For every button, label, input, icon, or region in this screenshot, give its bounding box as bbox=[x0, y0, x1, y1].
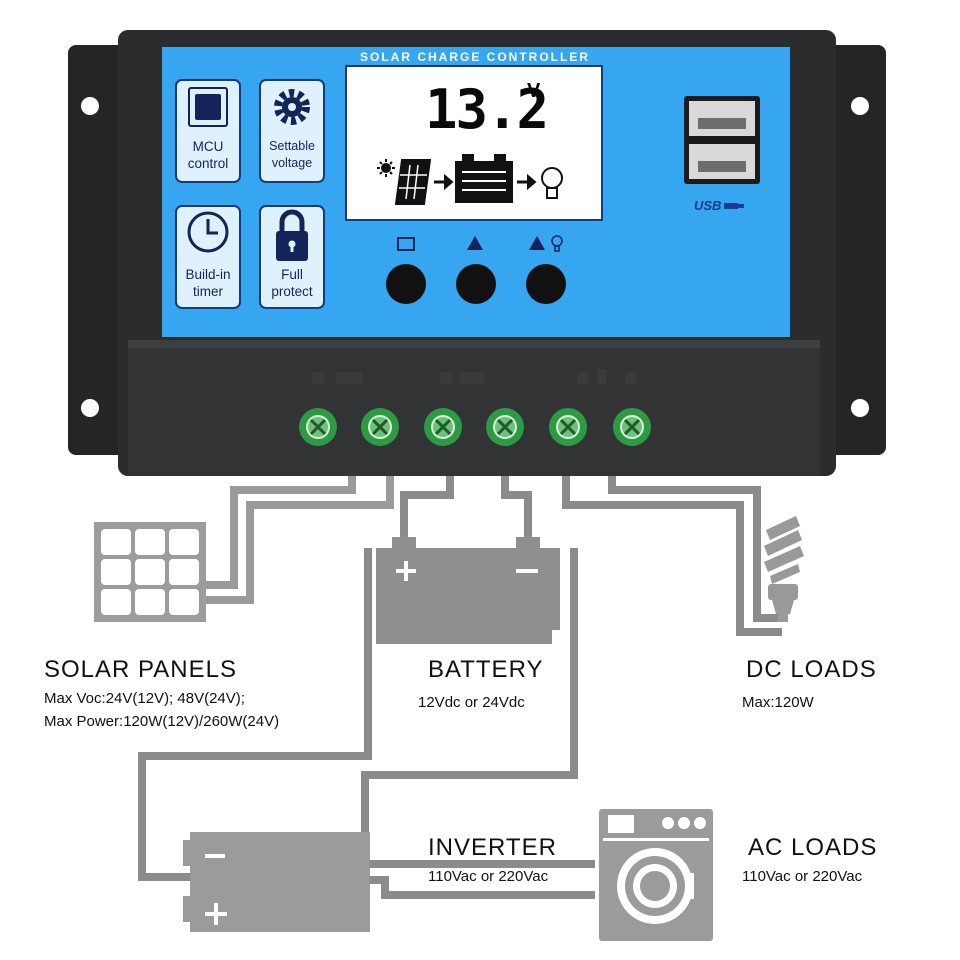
terminal-screw bbox=[613, 408, 651, 446]
ac-loads-title: AC LOADS bbox=[748, 834, 878, 861]
battery-title: BATTERY bbox=[428, 656, 544, 683]
bulb-icon bbox=[541, 167, 563, 199]
cfl-bulb-graphic bbox=[764, 516, 804, 622]
mount-hole bbox=[851, 399, 869, 417]
up-button[interactable] bbox=[456, 264, 496, 304]
battery-graphic bbox=[376, 537, 560, 644]
down-button[interactable] bbox=[526, 264, 566, 304]
voltage-readout: 13.2 bbox=[425, 78, 549, 141]
usb-ports bbox=[684, 96, 760, 209]
mcu-chip-icon bbox=[188, 87, 228, 127]
controller-title: SOLAR CHARGE CONTROLLER bbox=[360, 50, 590, 64]
inverter-spec: 110Vac or 220Vac bbox=[428, 868, 549, 885]
terminal-screw bbox=[486, 408, 524, 446]
terminal-symbols bbox=[311, 369, 637, 385]
battery-icon bbox=[455, 154, 513, 203]
charge-controller bbox=[68, 30, 886, 476]
menu-button[interactable] bbox=[386, 264, 426, 304]
sun-icon bbox=[377, 159, 395, 177]
solar-panels-voc: Max Voc:24V(12V); 48V(24V); bbox=[44, 690, 245, 707]
button-icons bbox=[397, 235, 563, 252]
lcd-flow-icons bbox=[377, 154, 563, 205]
solar-panels-power: Max Power:120W(12V)/260W(24V) bbox=[44, 713, 280, 730]
feature-line: voltage bbox=[271, 156, 313, 170]
feature-settable-voltage: Settable voltage bbox=[260, 138, 324, 172]
up-arrow-icon bbox=[467, 236, 483, 250]
solar-panel-graphic bbox=[94, 522, 206, 622]
usb-icon bbox=[724, 203, 744, 209]
wires bbox=[138, 470, 782, 899]
feature-line: MCU bbox=[192, 139, 224, 154]
feature-badges bbox=[175, 79, 325, 309]
inverter-title: INVERTER bbox=[428, 834, 557, 861]
down-arrow-icon bbox=[529, 236, 545, 250]
gear-icon bbox=[274, 89, 310, 125]
feature-line: timer bbox=[193, 284, 223, 299]
padlock-icon bbox=[276, 209, 308, 261]
feature-line: Full bbox=[281, 267, 303, 282]
terminal-screws bbox=[299, 408, 651, 446]
mount-hole bbox=[81, 399, 99, 417]
terminal-screw bbox=[424, 408, 462, 446]
terminal-block bbox=[128, 340, 820, 476]
washing-machine-graphic bbox=[599, 809, 713, 941]
feature-line: Settable bbox=[269, 139, 315, 153]
feature-mcu-control: MCU control bbox=[176, 138, 240, 172]
mount-hole bbox=[81, 97, 99, 115]
battery-spec: 12Vdc or 24Vdc bbox=[418, 694, 525, 711]
clock-icon bbox=[187, 211, 229, 253]
feature-full-protect: Full protect bbox=[260, 266, 324, 300]
solar-panel-icon bbox=[394, 159, 432, 205]
terminal-screw bbox=[549, 408, 587, 446]
feature-build-in-timer: Build-in timer bbox=[176, 266, 240, 300]
ac-loads-spec: 110Vac or 220Vac bbox=[742, 868, 863, 885]
dc-loads-spec: Max:120W bbox=[742, 694, 814, 711]
feature-line: control bbox=[187, 156, 229, 171]
menu-icon bbox=[397, 237, 415, 251]
terminal-screw bbox=[361, 408, 399, 446]
solar-panels-title: SOLAR PANELS bbox=[44, 656, 237, 683]
terminal-screw bbox=[299, 408, 337, 446]
light-icon bbox=[551, 235, 563, 252]
feature-line: protect bbox=[271, 284, 313, 299]
feature-line: Build-in bbox=[185, 267, 231, 282]
inverter-graphic bbox=[183, 832, 370, 932]
dc-loads-title: DC LOADS bbox=[746, 656, 877, 683]
voltage-unit: V bbox=[527, 80, 541, 102]
mount-hole bbox=[851, 97, 869, 115]
usb-label: USB bbox=[694, 198, 722, 213]
